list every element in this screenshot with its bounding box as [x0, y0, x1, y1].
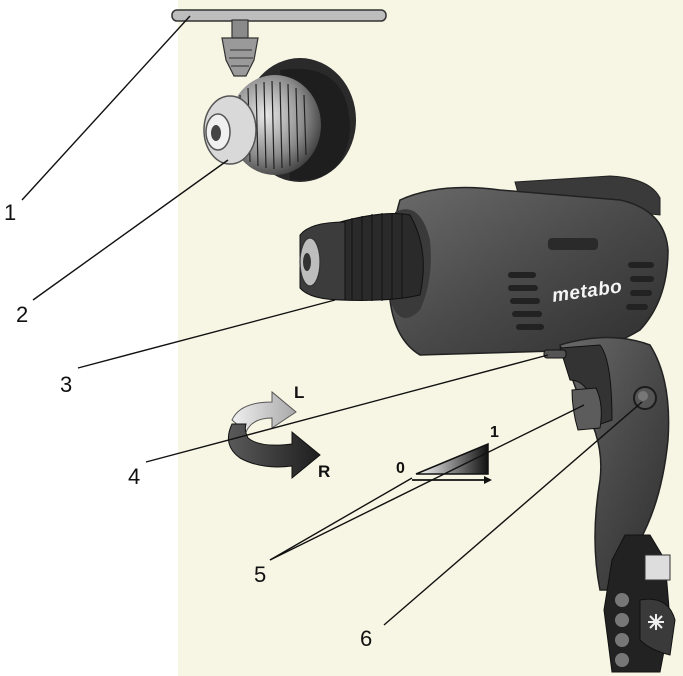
callout-1: 1 [4, 200, 17, 225]
callout-3: 3 [60, 372, 73, 397]
leader-lines [21, 15, 643, 626]
drill-body [299, 175, 676, 673]
speed-max-label: 1 [490, 424, 499, 441]
chuck-closeup [203, 58, 356, 182]
callout-5: 5 [254, 562, 267, 587]
callout-6: 6 [360, 626, 373, 651]
rotation-left-label: L [294, 383, 305, 402]
callout-2: 2 [16, 302, 29, 327]
rotation-arrows [227, 390, 321, 480]
chuck-key [171, 9, 387, 77]
speed-ramp-icon [412, 442, 492, 484]
callout-4: 4 [128, 464, 141, 489]
speed-min-label: 0 [396, 460, 405, 477]
rotation-right-label: R [318, 462, 331, 481]
